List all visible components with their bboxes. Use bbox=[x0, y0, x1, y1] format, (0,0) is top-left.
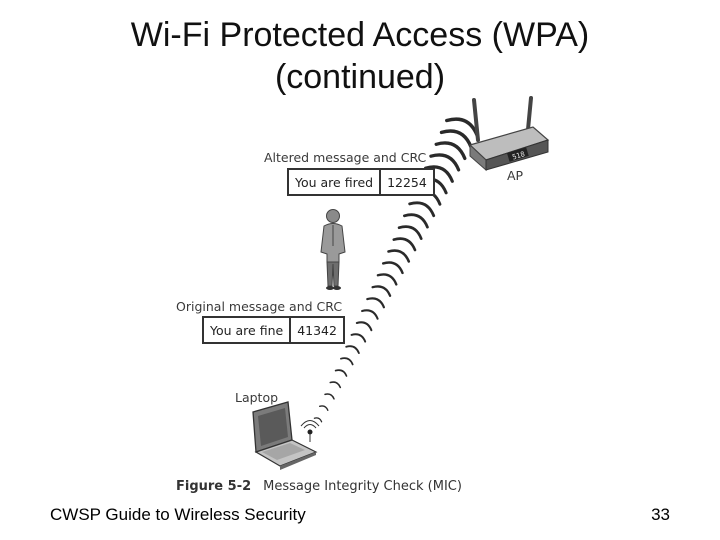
radio-wave-arc bbox=[313, 417, 323, 423]
original-message-box: You are fine 41342 bbox=[202, 316, 345, 344]
radio-wave-arc bbox=[324, 393, 335, 400]
laptop-label: Laptop bbox=[235, 390, 279, 405]
altered-crc-value: 12254 bbox=[379, 170, 433, 194]
radio-wave-arc bbox=[366, 297, 385, 309]
wireless-router-icon: 518 bbox=[468, 96, 550, 172]
radio-wave-arc bbox=[424, 165, 454, 183]
radio-wave-arc bbox=[371, 285, 392, 297]
radio-wave-arc bbox=[403, 213, 429, 229]
radio-wave-arc bbox=[381, 261, 404, 275]
figure-caption-number: Figure 5-2 bbox=[176, 479, 252, 494]
radio-wave-arc bbox=[345, 345, 360, 355]
radio-wave-arc bbox=[376, 273, 398, 286]
original-message-text: You are fine bbox=[210, 322, 284, 338]
radio-wave-arc bbox=[408, 201, 436, 218]
slide-title: Wi-Fi Protected Access (WPA) (continued) bbox=[0, 14, 720, 98]
slide-title-line1: Wi-Fi Protected Access (WPA) bbox=[130, 16, 590, 54]
page-number: 33 bbox=[651, 505, 670, 524]
footer-course-title: CWSP Guide to Wireless Security bbox=[50, 505, 306, 524]
laptop-icon bbox=[252, 401, 320, 470]
figure-caption: Figure 5-2 Message Integrity Check (MIC) bbox=[176, 479, 462, 494]
radio-wave-arcs bbox=[313, 117, 479, 423]
radio-wave-arc bbox=[429, 153, 461, 172]
radio-wave-arc bbox=[361, 309, 379, 320]
original-message-heading: Original message and CRC bbox=[176, 299, 343, 314]
radio-wave-arc bbox=[397, 225, 423, 240]
ap-label: AP bbox=[507, 168, 524, 183]
ap-display-readout: 518 bbox=[511, 150, 525, 161]
figure-caption-text: Message Integrity Check (MIC) bbox=[263, 479, 462, 494]
radio-wave-arc bbox=[439, 129, 473, 149]
radio-wave-arc bbox=[350, 333, 367, 343]
altered-message-box: You are fired 12254 bbox=[287, 168, 435, 196]
radio-wave-arc bbox=[340, 357, 354, 366]
person-icon bbox=[320, 209, 346, 290]
slide-title-line2: (continued) bbox=[274, 58, 446, 96]
original-crc-value: 41342 bbox=[289, 318, 343, 342]
radio-wave-arc bbox=[387, 249, 411, 263]
altered-message-text: You are fired bbox=[295, 174, 374, 190]
radio-wave-arc bbox=[334, 369, 348, 377]
radio-wave-arc bbox=[319, 405, 329, 411]
altered-message-heading: Altered message and CRC bbox=[264, 150, 427, 165]
radio-wave-arc bbox=[434, 141, 467, 161]
radio-wave-arc bbox=[392, 237, 417, 252]
radio-wave-arc bbox=[355, 321, 373, 332]
radio-wave-arc bbox=[329, 381, 342, 389]
